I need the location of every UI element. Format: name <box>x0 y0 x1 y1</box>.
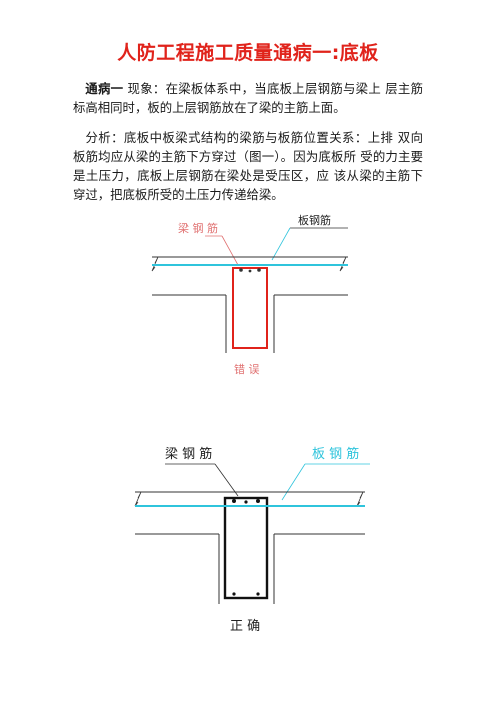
figure-right: 梁 钢 筋 板 钢 筋 正 确 <box>134 446 370 634</box>
slab-label-leader-diag <box>271 227 291 261</box>
analysis-paragraph: 分析：底板中板梁式结构的梁筋与板筋位置关系：上排 双向板筋均应从梁的主筋下方穿过… <box>73 128 423 204</box>
issue-label: 通病一 <box>85 81 124 96</box>
slab-label-leader-diag <box>281 463 306 501</box>
issue-paragraph: 通病一 现象：在梁板体系中，当底板上层钢筋与梁上 层主筋标高相同时，板的上层钢筋… <box>73 79 423 117</box>
beam-stirrup-red <box>232 267 268 349</box>
beam-main-bar-left <box>232 499 236 503</box>
break-mark-right <box>356 491 364 507</box>
figure-wrong: 梁 钢 筋 板钢筋 错 误 <box>151 213 348 376</box>
break-mark-left <box>134 491 142 507</box>
beam-bottom-bar-right <box>256 592 260 596</box>
beam-main-bar-right <box>257 268 261 272</box>
beam-stirrup-black <box>223 496 269 600</box>
page-title: 人防工程施工质量通病一:底板 <box>117 42 379 64</box>
slab-rebar-label: 板钢筋 <box>298 213 331 227</box>
beam-label-leader-diag <box>214 463 239 497</box>
beam-bottom-bar-left <box>232 592 236 596</box>
beam-main-bar-left <box>239 268 243 272</box>
beam-label-leader-diag <box>221 235 239 266</box>
analysis-text: 分析：底板中板梁式结构的梁筋与板筋位置关系：上排 双向板筋均应从梁的主筋下方穿过… <box>73 130 423 202</box>
caption-right: 正 确 <box>230 619 260 634</box>
beam-main-bar-right <box>256 499 260 503</box>
beam-rebar-label: 梁 钢 筋 <box>165 446 212 462</box>
issue-text: 现象：在梁板体系中，当底板上层钢筋与梁上 层主筋标高相同时，板的上层钢筋放在了梁… <box>73 81 423 115</box>
beam-main-bar-mid <box>244 500 248 504</box>
beam-main-bar-mid <box>248 269 252 273</box>
slab-rebar-label: 板 钢 筋 <box>312 446 359 462</box>
caption-wrong: 错 误 <box>234 362 260 376</box>
beam-rebar-label: 梁 钢 筋 <box>178 221 218 235</box>
